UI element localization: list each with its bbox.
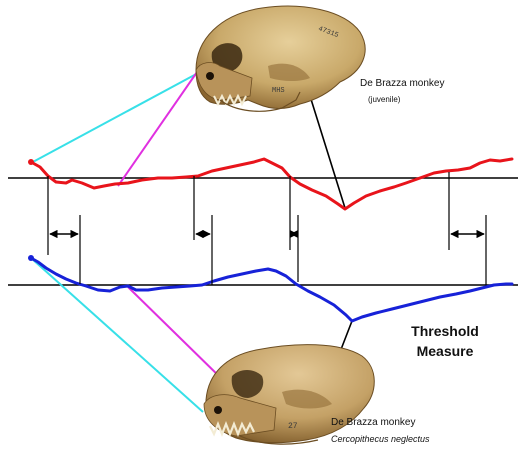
top-skull-name-label: De Brazza monkey — [360, 78, 444, 89]
top-profile-curve — [31, 159, 512, 209]
bottom-profile-curve — [31, 258, 512, 321]
adult-skull-icon: 27 — [204, 345, 374, 445]
bottom-skull-specimen-ink: 27 — [288, 422, 298, 431]
bottom-curve-start-point — [28, 255, 34, 261]
bottom-skull-nostril — [214, 406, 222, 414]
bottom-skull-species-label: Cercopithecus neglectus — [331, 434, 430, 444]
top-skull-note-label: (juvenile) — [368, 95, 400, 104]
top-skull-specimen-ink-2: MHS — [272, 87, 285, 95]
bottom-skull-name-label: De Brazza monkey — [331, 417, 415, 428]
juvenile-skull-icon: 47315 MHS — [196, 6, 365, 111]
top-landmark-line-cyan — [31, 72, 200, 163]
top-skull-nostril — [206, 72, 214, 80]
threshold-measure-title: Threshold Measure — [395, 321, 495, 361]
bottom-landmark-line-magenta — [128, 287, 224, 381]
top-curve-start-point — [28, 159, 34, 165]
